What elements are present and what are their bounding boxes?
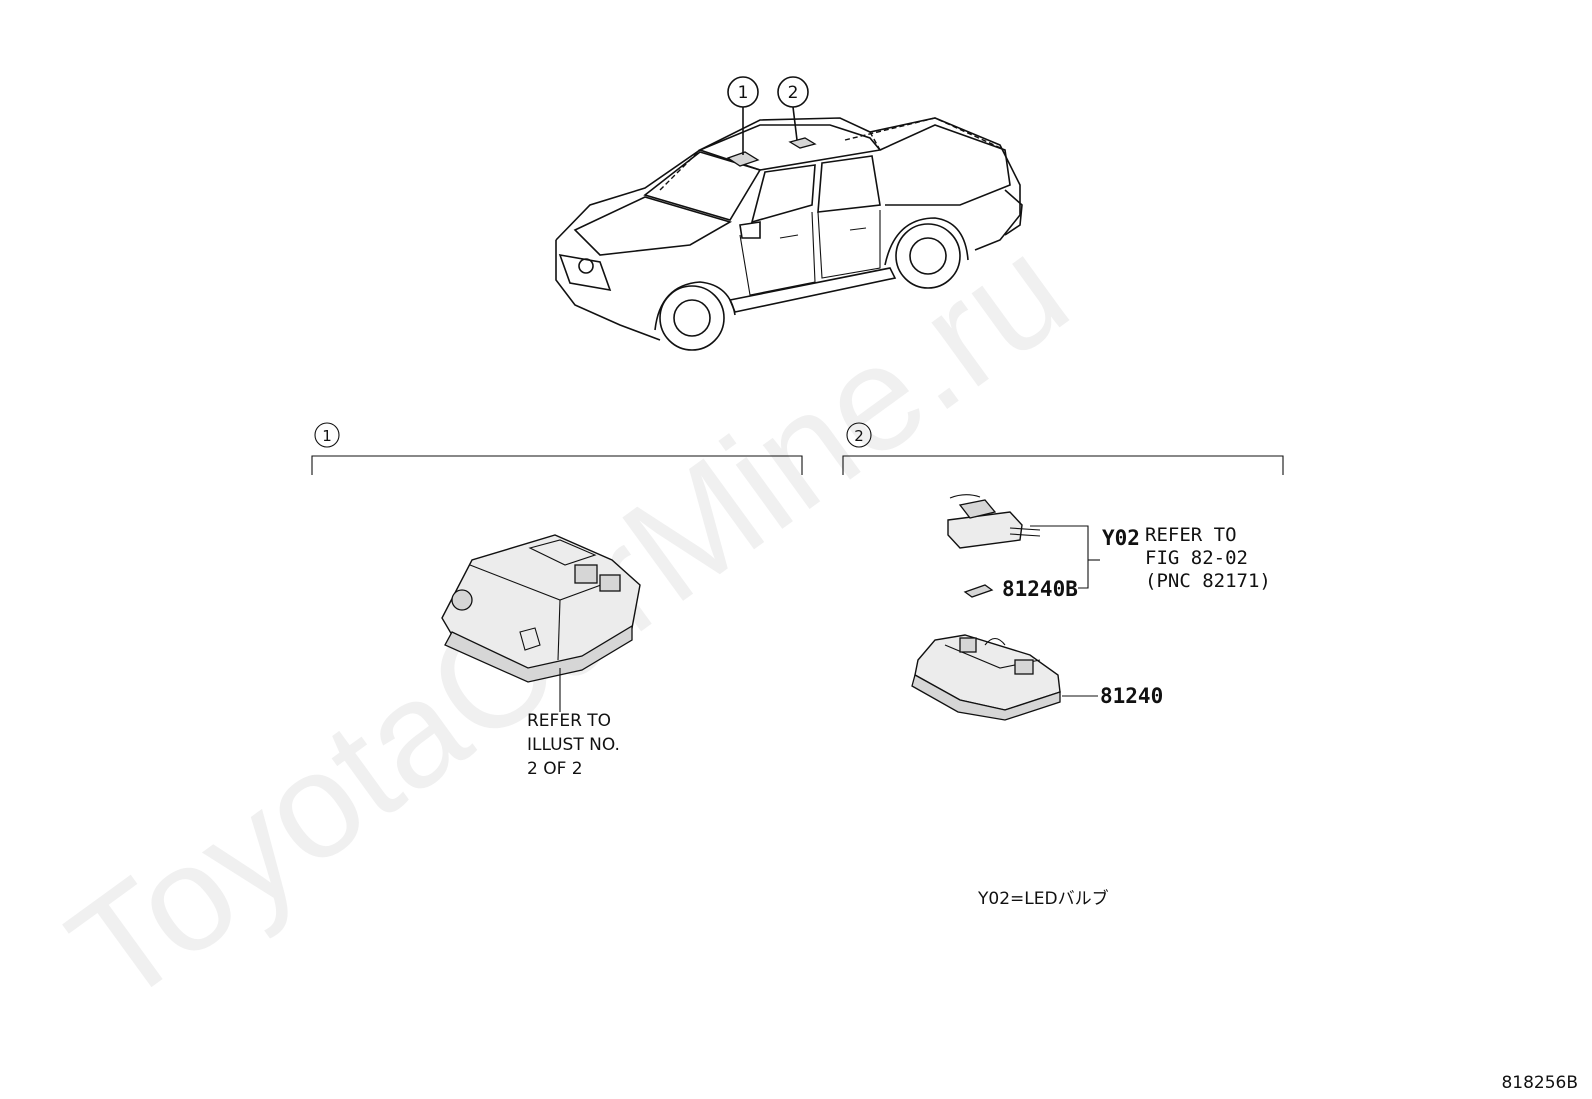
svg-text:1: 1: [738, 83, 749, 103]
part-code-y02: Y02: [1102, 526, 1140, 550]
section-1: 1 REFER TO ILLUST NO. 2 OF 2: [311, 422, 803, 779]
section-2: 2 Y02 REFER TO FIG 82-02 (PNC 82171) 812…: [842, 422, 1284, 721]
roof-lamp-marker-1: [726, 151, 760, 167]
figure-id: 818256B: [1501, 1073, 1578, 1093]
svg-text:2: 2: [854, 427, 864, 445]
roof-lamp-marker-2: [788, 137, 817, 149]
refer-text-left-2: ILLUST NO.: [527, 735, 620, 755]
svg-text:1: 1: [322, 427, 332, 445]
room-lamp: [911, 634, 1061, 721]
refer-text-right-1: REFER TO: [1145, 524, 1237, 546]
callout-2: 2: [777, 76, 809, 141]
callout-1: 1: [727, 76, 759, 155]
part-number-81240: 81240: [1100, 684, 1163, 708]
truck-illustration: [555, 117, 1023, 351]
refer-text-right-3: (PNC 82171): [1145, 570, 1271, 592]
led-bulb-socket: [947, 494, 1041, 549]
small-bulb: [963, 584, 994, 598]
refer-text-left-1: REFER TO: [527, 711, 611, 731]
refer-text-left-3: 2 OF 2: [527, 759, 583, 779]
part-number-81240b: 81240B: [1002, 577, 1078, 601]
svg-text:2: 2: [788, 83, 799, 103]
refer-text-right-2: FIG 82-02: [1145, 547, 1248, 569]
legend-text: Y02=LEDバルブ: [977, 888, 1109, 909]
overhead-console: [441, 534, 641, 683]
